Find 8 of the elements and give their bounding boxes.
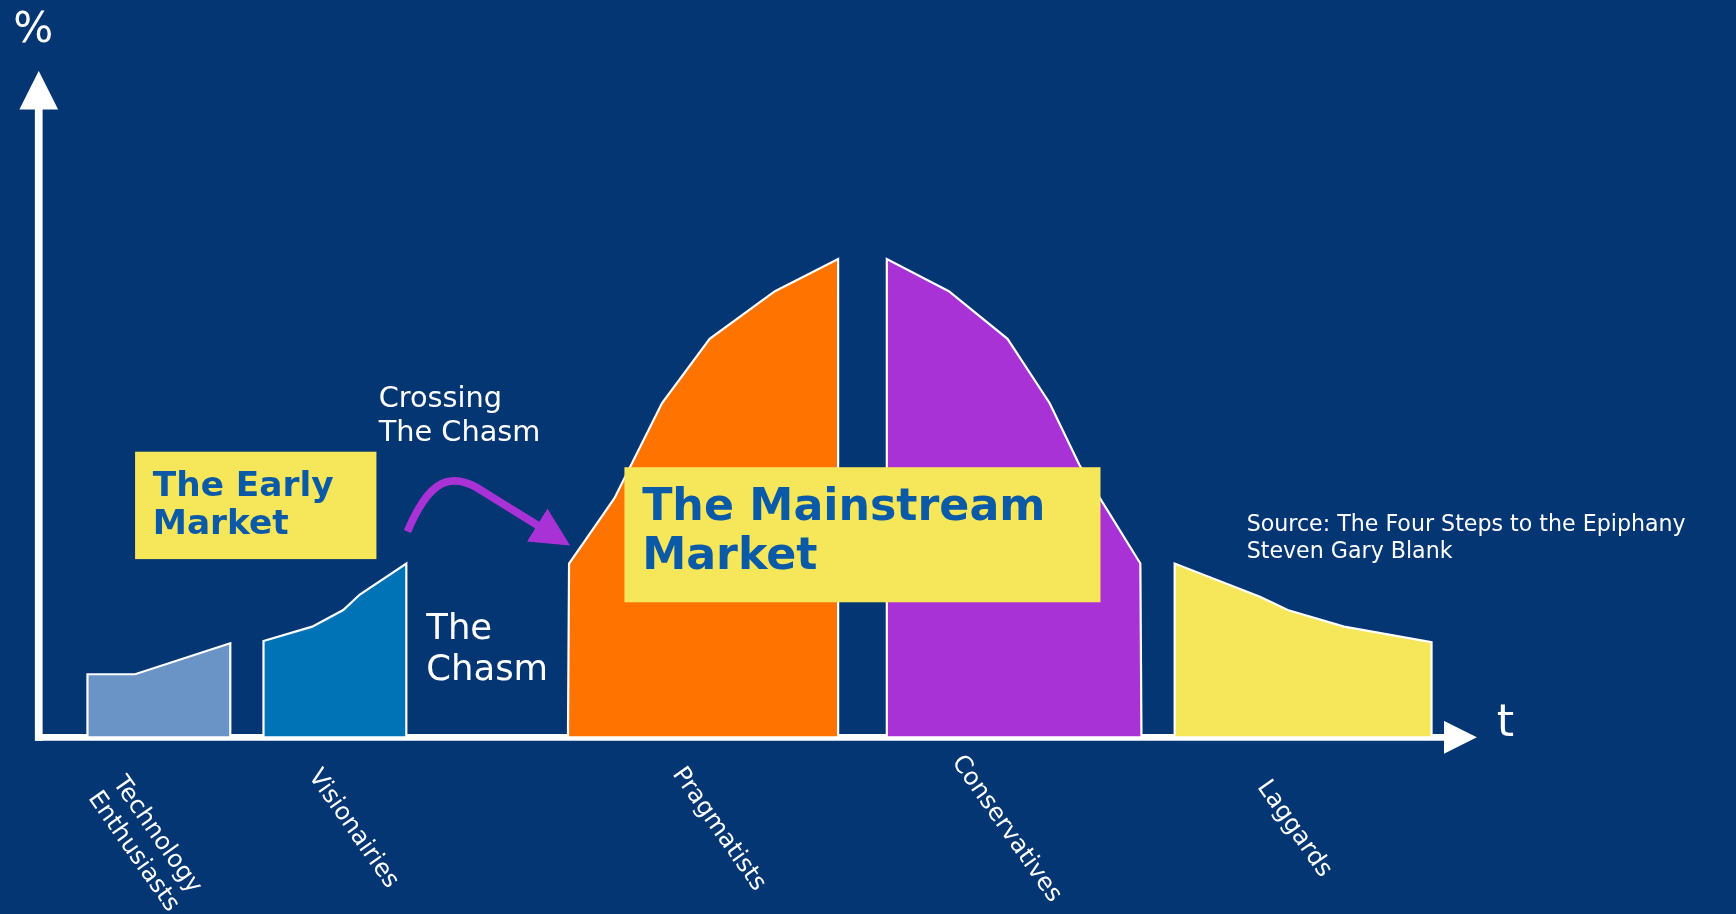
market-box: The Early Market (135, 451, 377, 560)
axis-label: t (1496, 695, 1515, 747)
annotation-text: Crossing The Chasm (378, 381, 542, 449)
annotation-text: The Chasm (426, 606, 550, 689)
axis-label: % (13, 4, 54, 53)
curved-arrow (403, 477, 571, 546)
source-note: Source: The Four Steps to the Epiphany (1246, 511, 1686, 537)
market-box: The Mainstream Market (624, 467, 1101, 603)
